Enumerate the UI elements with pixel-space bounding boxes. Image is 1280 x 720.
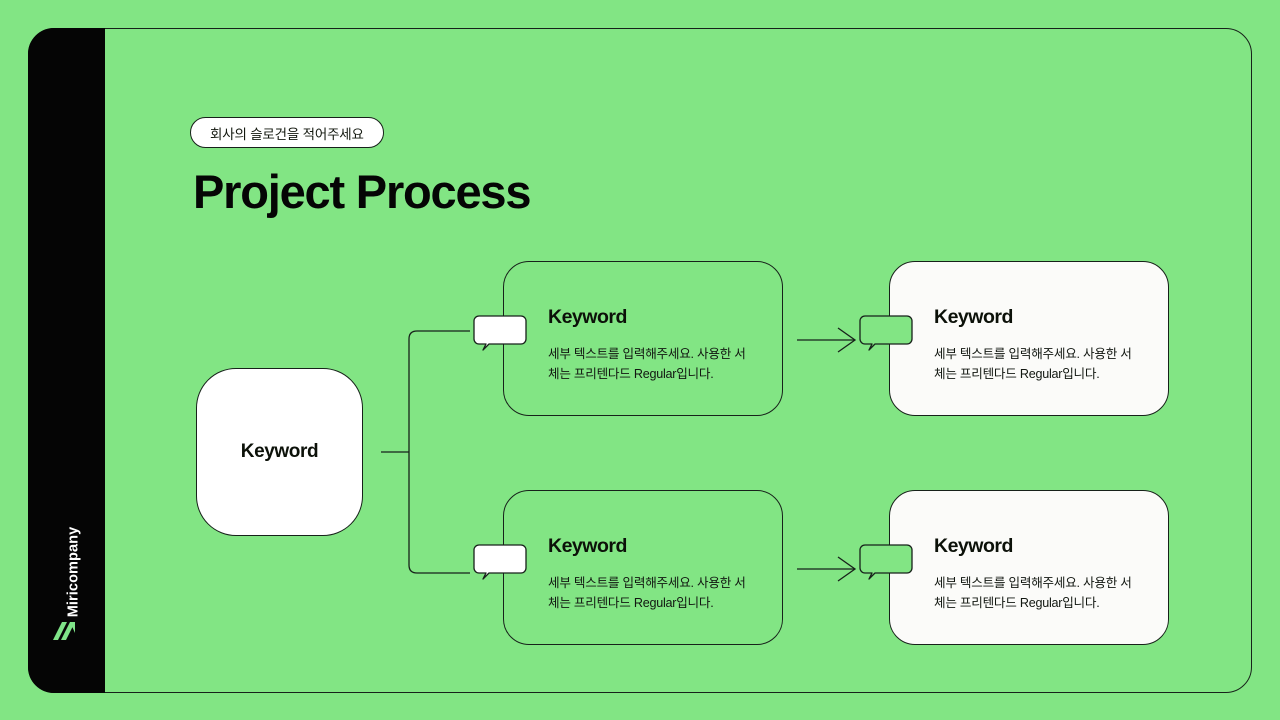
process-card-description: 세부 텍스트를 입력해주세요. 사용한 서체는 프리텐다드 Regular입니다… [934,347,1132,382]
process-card-row2-right[interactable]: Keyword 세부 텍스트를 입력해주세요. 사용한 서체는 프리텐다드 Re… [859,490,1169,645]
brand-name-label: Miricompany [65,526,82,618]
process-card-title: Keyword [934,306,1013,328]
slogan-pill-badge: 회사의 슬로건을 적어주세요 [190,117,384,148]
process-card-description: 세부 텍스트를 입력해주세요. 사용한 서체는 프리텐다드 Regular입니다… [934,576,1132,611]
root-keyword-card[interactable]: Keyword [196,368,363,536]
page-title: Project Process [193,165,532,218]
speech-bubble-tag-icon [473,315,527,351]
process-card-row1-right[interactable]: Keyword 세부 텍스트를 입력해주세요. 사용한 서체는 프리텐다드 Re… [859,261,1169,416]
process-card-title: Keyword [548,306,627,328]
process-card-title: Keyword [548,535,627,557]
brand-name-vertical: Miricompany [28,527,105,618]
slogan-pill-label: 회사의 슬로건을 적어주세요 [210,126,364,142]
process-card-title: Keyword [934,535,1013,557]
speech-bubble-tag-icon [859,544,913,580]
root-keyword-label: Keyword [240,441,319,462]
brand-sidebar: Miricompany [28,28,105,693]
process-card-description: 세부 텍스트를 입력해주세요. 사용한 서체는 프리텐다드 Regular입니다… [548,576,746,611]
speech-bubble-tag-icon [859,315,913,351]
miricompany-slash-logo-icon [52,619,81,645]
process-card-description: 세부 텍스트를 입력해주세요. 사용한 서체는 프리텐다드 Regular입니다… [548,347,746,382]
process-card-row1-middle[interactable]: Keyword 세부 텍스트를 입력해주세요. 사용한 서체는 프리텐다드 Re… [473,261,783,416]
process-card-row2-middle[interactable]: Keyword 세부 텍스트를 입력해주세요. 사용한 서체는 프리텐다드 Re… [473,490,783,645]
speech-bubble-tag-icon [473,544,527,580]
